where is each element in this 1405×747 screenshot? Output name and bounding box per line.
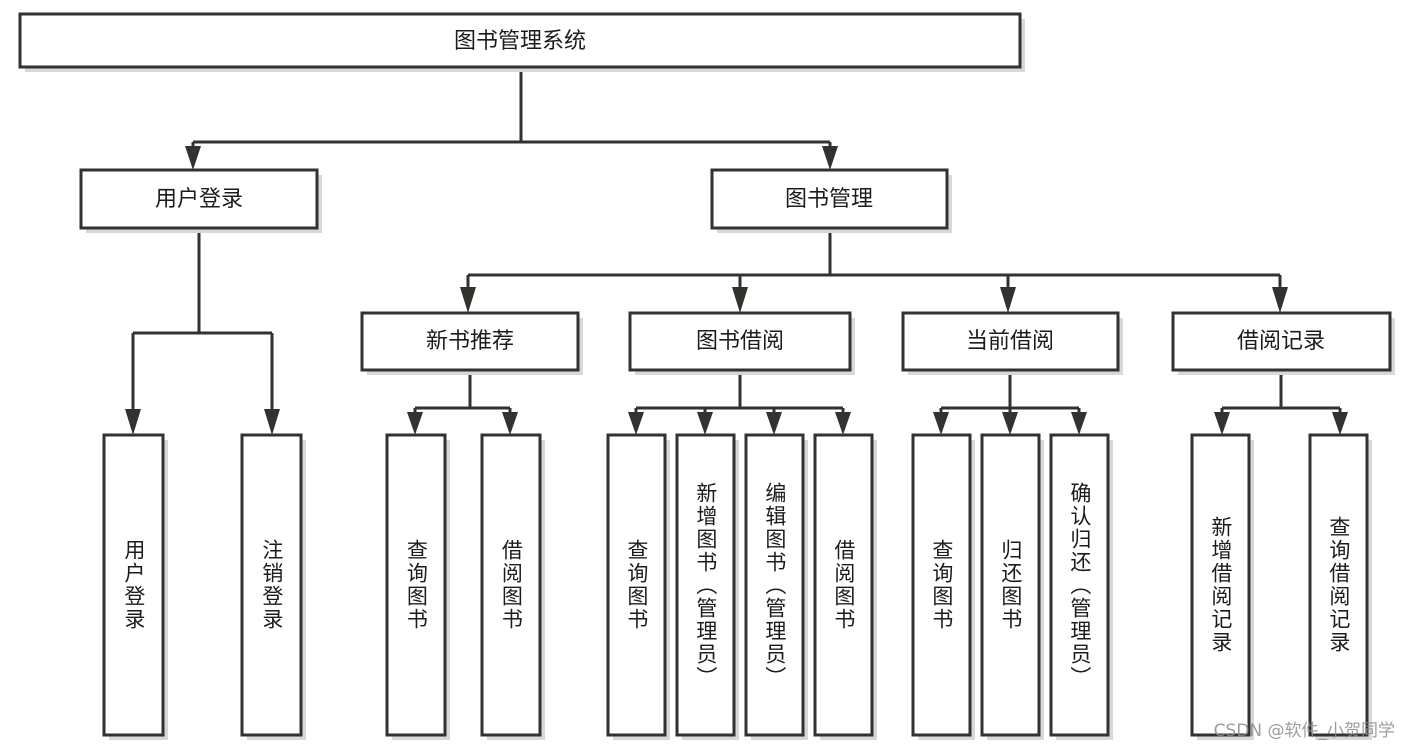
arrowhead-borrow — [732, 287, 748, 313]
current-box — [901, 311, 1120, 372]
node-book-borrow[interactable]: 图书借阅 — [628, 311, 855, 375]
newbook-box — [360, 311, 580, 372]
arrowhead-borrow-leaf1 — [628, 412, 644, 435]
arrowhead-current — [1000, 287, 1016, 313]
newbook-label: 新书推荐 — [426, 329, 514, 354]
leaf-box-3[interactable] — [480, 433, 542, 737]
watermark-text: CSDN @软件_小贺同学 — [1213, 721, 1395, 741]
arrowhead-record-leaf2 — [1332, 412, 1348, 435]
arrowhead-leaf-user-login — [125, 409, 141, 435]
node-root[interactable]: 图书管理系统 — [18, 12, 1025, 72]
nodes-layer: 图书管理系统 用户登录 图书管理 新书推荐 — [18, 12, 1395, 740]
arrowhead-newbook-leaf2 — [502, 412, 518, 435]
leaf-box-2[interactable] — [385, 433, 447, 737]
arrowhead-user-login — [185, 146, 201, 170]
leaf-box-0[interactable] — [102, 433, 165, 737]
arrowhead-record-leaf1 — [1214, 412, 1230, 435]
leaf-box-12[interactable] — [1308, 433, 1369, 737]
leaf-box-1[interactable] — [240, 433, 303, 737]
arrowhead-record — [1272, 287, 1288, 313]
arrowhead-borrow-leaf2 — [697, 412, 713, 435]
leaf-box-4[interactable] — [606, 433, 667, 737]
leaf-box-10[interactable] — [1049, 433, 1110, 737]
arrowhead-newbook — [460, 287, 476, 313]
arrowhead-newbook-leaf1 — [407, 412, 423, 435]
arrowhead-borrow-leaf4 — [835, 412, 851, 435]
leaf-box-6[interactable] — [744, 433, 805, 737]
root-box — [18, 12, 1022, 69]
node-user-login[interactable]: 用户登录 — [79, 168, 322, 233]
record-box — [1171, 311, 1392, 372]
node-current-borrow[interactable]: 当前借阅 — [901, 311, 1123, 375]
leaf-boxes-layer — [102, 433, 1372, 740]
leaf-box-7[interactable] — [813, 433, 874, 737]
book-mgmt-label: 图书管理 — [785, 187, 873, 212]
node-book-management[interactable]: 图书管理 — [710, 168, 952, 233]
arrowhead-current-leaf1 — [933, 412, 949, 435]
arrowhead-current-leaf3 — [1071, 412, 1087, 435]
borrow-box — [628, 311, 852, 372]
arrowhead-book-mgmt — [822, 146, 838, 170]
leaf-box-11[interactable] — [1190, 433, 1251, 737]
record-label: 借阅记录 — [1237, 329, 1325, 354]
arrowhead-borrow-leaf3 — [766, 412, 782, 435]
leaf-box-8[interactable] — [911, 433, 972, 737]
edges-layer — [125, 72, 1348, 435]
user-login-box — [79, 168, 319, 230]
current-label: 当前借阅 — [966, 329, 1054, 354]
node-borrow-record[interactable]: 借阅记录 — [1171, 311, 1395, 375]
book-mgmt-box — [710, 168, 949, 230]
root-label: 图书管理系统 — [454, 29, 586, 54]
node-new-book-recommend[interactable]: 新书推荐 — [360, 311, 583, 375]
leaf-box-9[interactable] — [980, 433, 1041, 737]
leaf-box-5[interactable] — [675, 433, 736, 737]
arrowhead-leaf-logout — [264, 409, 280, 435]
user-login-label: 用户登录 — [155, 187, 243, 212]
borrow-label: 图书借阅 — [696, 329, 784, 354]
arrowhead-current-leaf2 — [1002, 412, 1018, 435]
